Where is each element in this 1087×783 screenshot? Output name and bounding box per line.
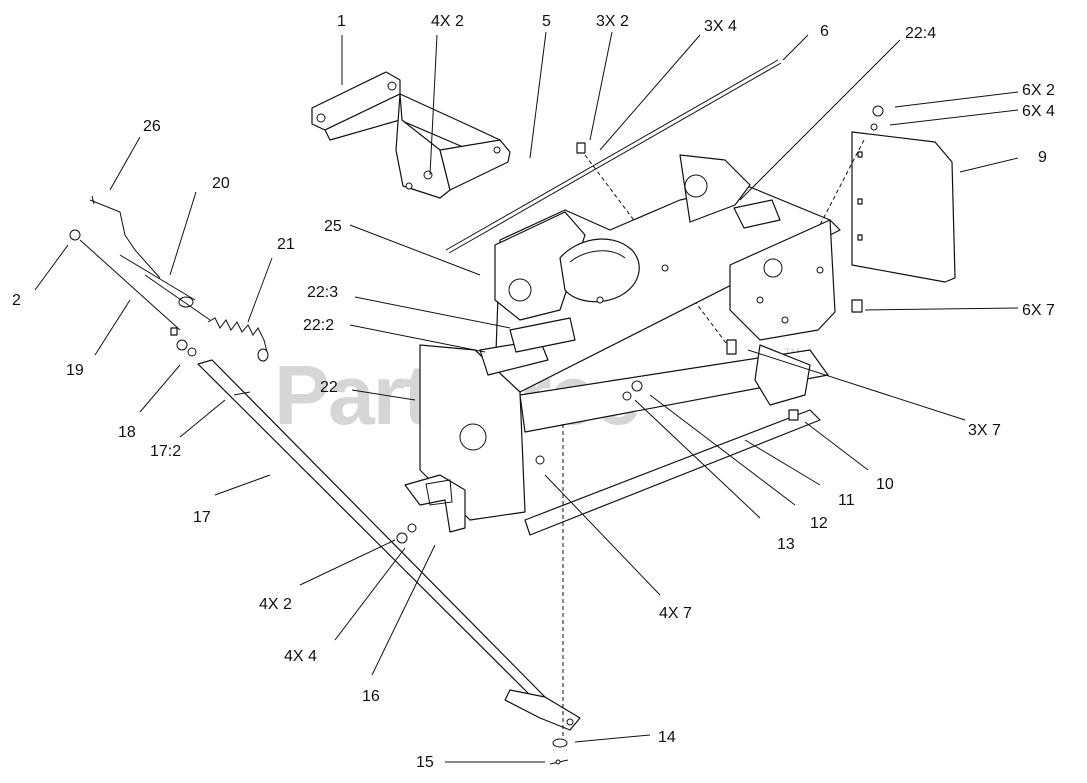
callout-6x2: 6X 2 [1022,82,1055,99]
callout-22-4: 22:4 [905,25,936,42]
callout-9: 9 [1038,149,1047,166]
callout-5: 5 [542,13,551,30]
callout-6x4: 6X 4 [1022,103,1055,120]
callout-22-3: 22:3 [307,284,338,301]
callout-4x2-bottom: 4X 2 [259,596,292,613]
callout-22: 22 [320,379,338,396]
part-22-housing [419,154,841,536]
callout-6x7: 6X 7 [1022,302,1055,319]
callout-16: 16 [362,688,380,705]
callout-1: 1 [337,13,346,30]
callout-22-2: 22:2 [303,317,334,334]
callout-19: 19 [66,362,84,379]
callout-4x4: 4X 4 [284,648,317,665]
callout-11: 11 [838,492,855,509]
callout-15: 15 [416,754,434,771]
part-9-side-plate [819,105,956,313]
control-linkage [69,195,269,362]
callout-4x7: 4X 7 [659,605,692,622]
part-6-rod [445,59,782,254]
callout-25: 25 [324,218,342,235]
bolt-3x2 [576,142,736,356]
leader-lines [34,31,1019,763]
callout-2: 2 [12,292,21,309]
part-17-tube [197,359,581,765]
callout-12: 12 [810,515,828,532]
callout-17-2: 17:2 [150,443,181,460]
callout-17: 17 [193,509,211,526]
callout-13: 13 [777,536,795,553]
callout-10: 10 [876,476,894,493]
callout-6: 6 [820,23,829,40]
callout-labels: 1 4X 2 5 3X 2 3X 4 6 22:4 6X 2 6X 4 9 26… [12,13,1055,771]
part-1-frame-bracket [311,71,511,199]
callout-20: 20 [212,175,230,192]
part-16-bracket [396,474,466,544]
callout-4x2-top: 4X 2 [431,13,464,30]
callout-3x7: 3X 7 [968,422,1001,439]
callout-3x2: 3X 2 [596,13,629,30]
callout-18: 18 [118,424,136,441]
callout-21: 21 [277,236,295,253]
callout-3x4: 3X 4 [704,18,737,35]
callout-26: 26 [143,118,161,135]
hardware-nuts [622,339,799,421]
callout-14: 14 [658,729,676,746]
